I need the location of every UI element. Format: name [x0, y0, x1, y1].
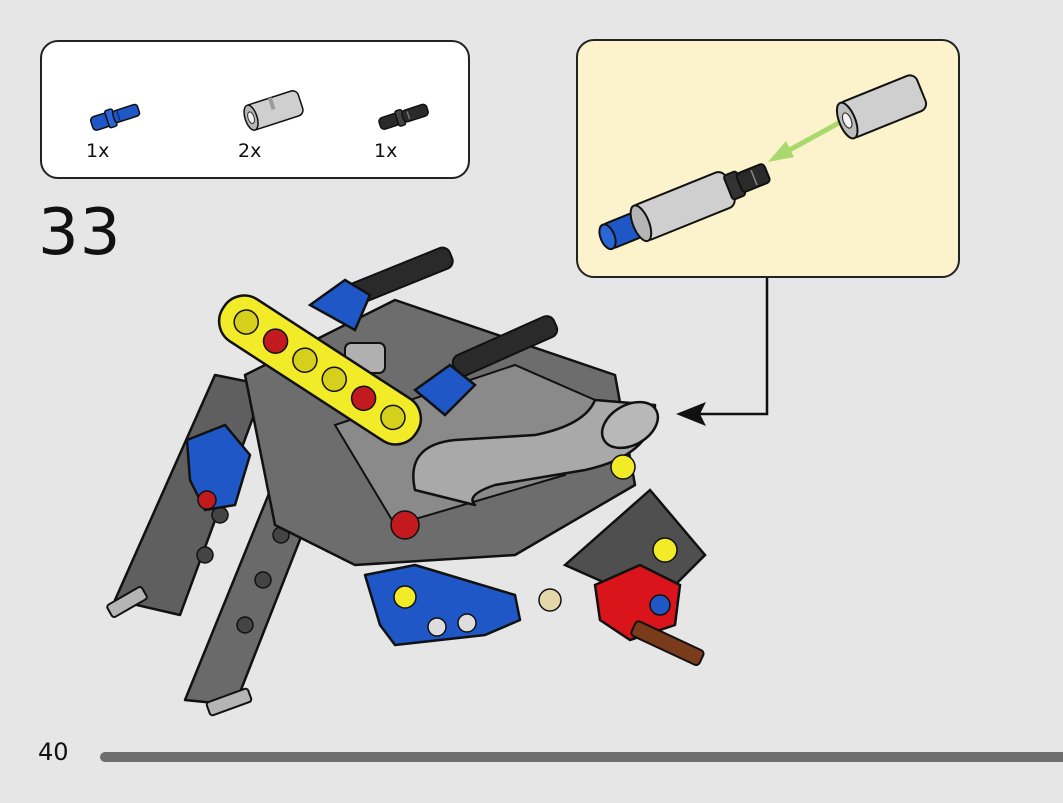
- subassembly-illustration: [598, 74, 928, 251]
- part-quantity: 1x: [374, 140, 398, 162]
- page-number: 40: [38, 738, 69, 766]
- blue-axle-pin-icon: [89, 103, 141, 131]
- step-number: 33: [38, 196, 122, 270]
- model-assembly-illustration: [106, 246, 707, 717]
- part-quantity: 1x: [86, 140, 110, 162]
- assembled-pin-icon: [598, 163, 771, 251]
- black-axle-pin-icon: [378, 103, 429, 130]
- yellow-beam: [217, 294, 423, 446]
- part-quantity: 2x: [238, 140, 262, 162]
- black-axle: [344, 246, 559, 377]
- part-blue-axle-pin: 1x: [86, 92, 176, 172]
- subassembly-callout: [576, 39, 960, 278]
- insertion-arrow-icon: [768, 116, 848, 162]
- part-grey-pin-connector: 2x: [238, 84, 328, 164]
- pointer-arrow-icon: [676, 402, 706, 426]
- grey-connector-icon: [835, 74, 928, 140]
- progress-bar: [100, 752, 1063, 762]
- grey-connector-icon: [243, 90, 304, 131]
- parts-list-box: 1x 2x 1x: [40, 40, 470, 179]
- part-black-axle-pin: 1x: [374, 92, 464, 172]
